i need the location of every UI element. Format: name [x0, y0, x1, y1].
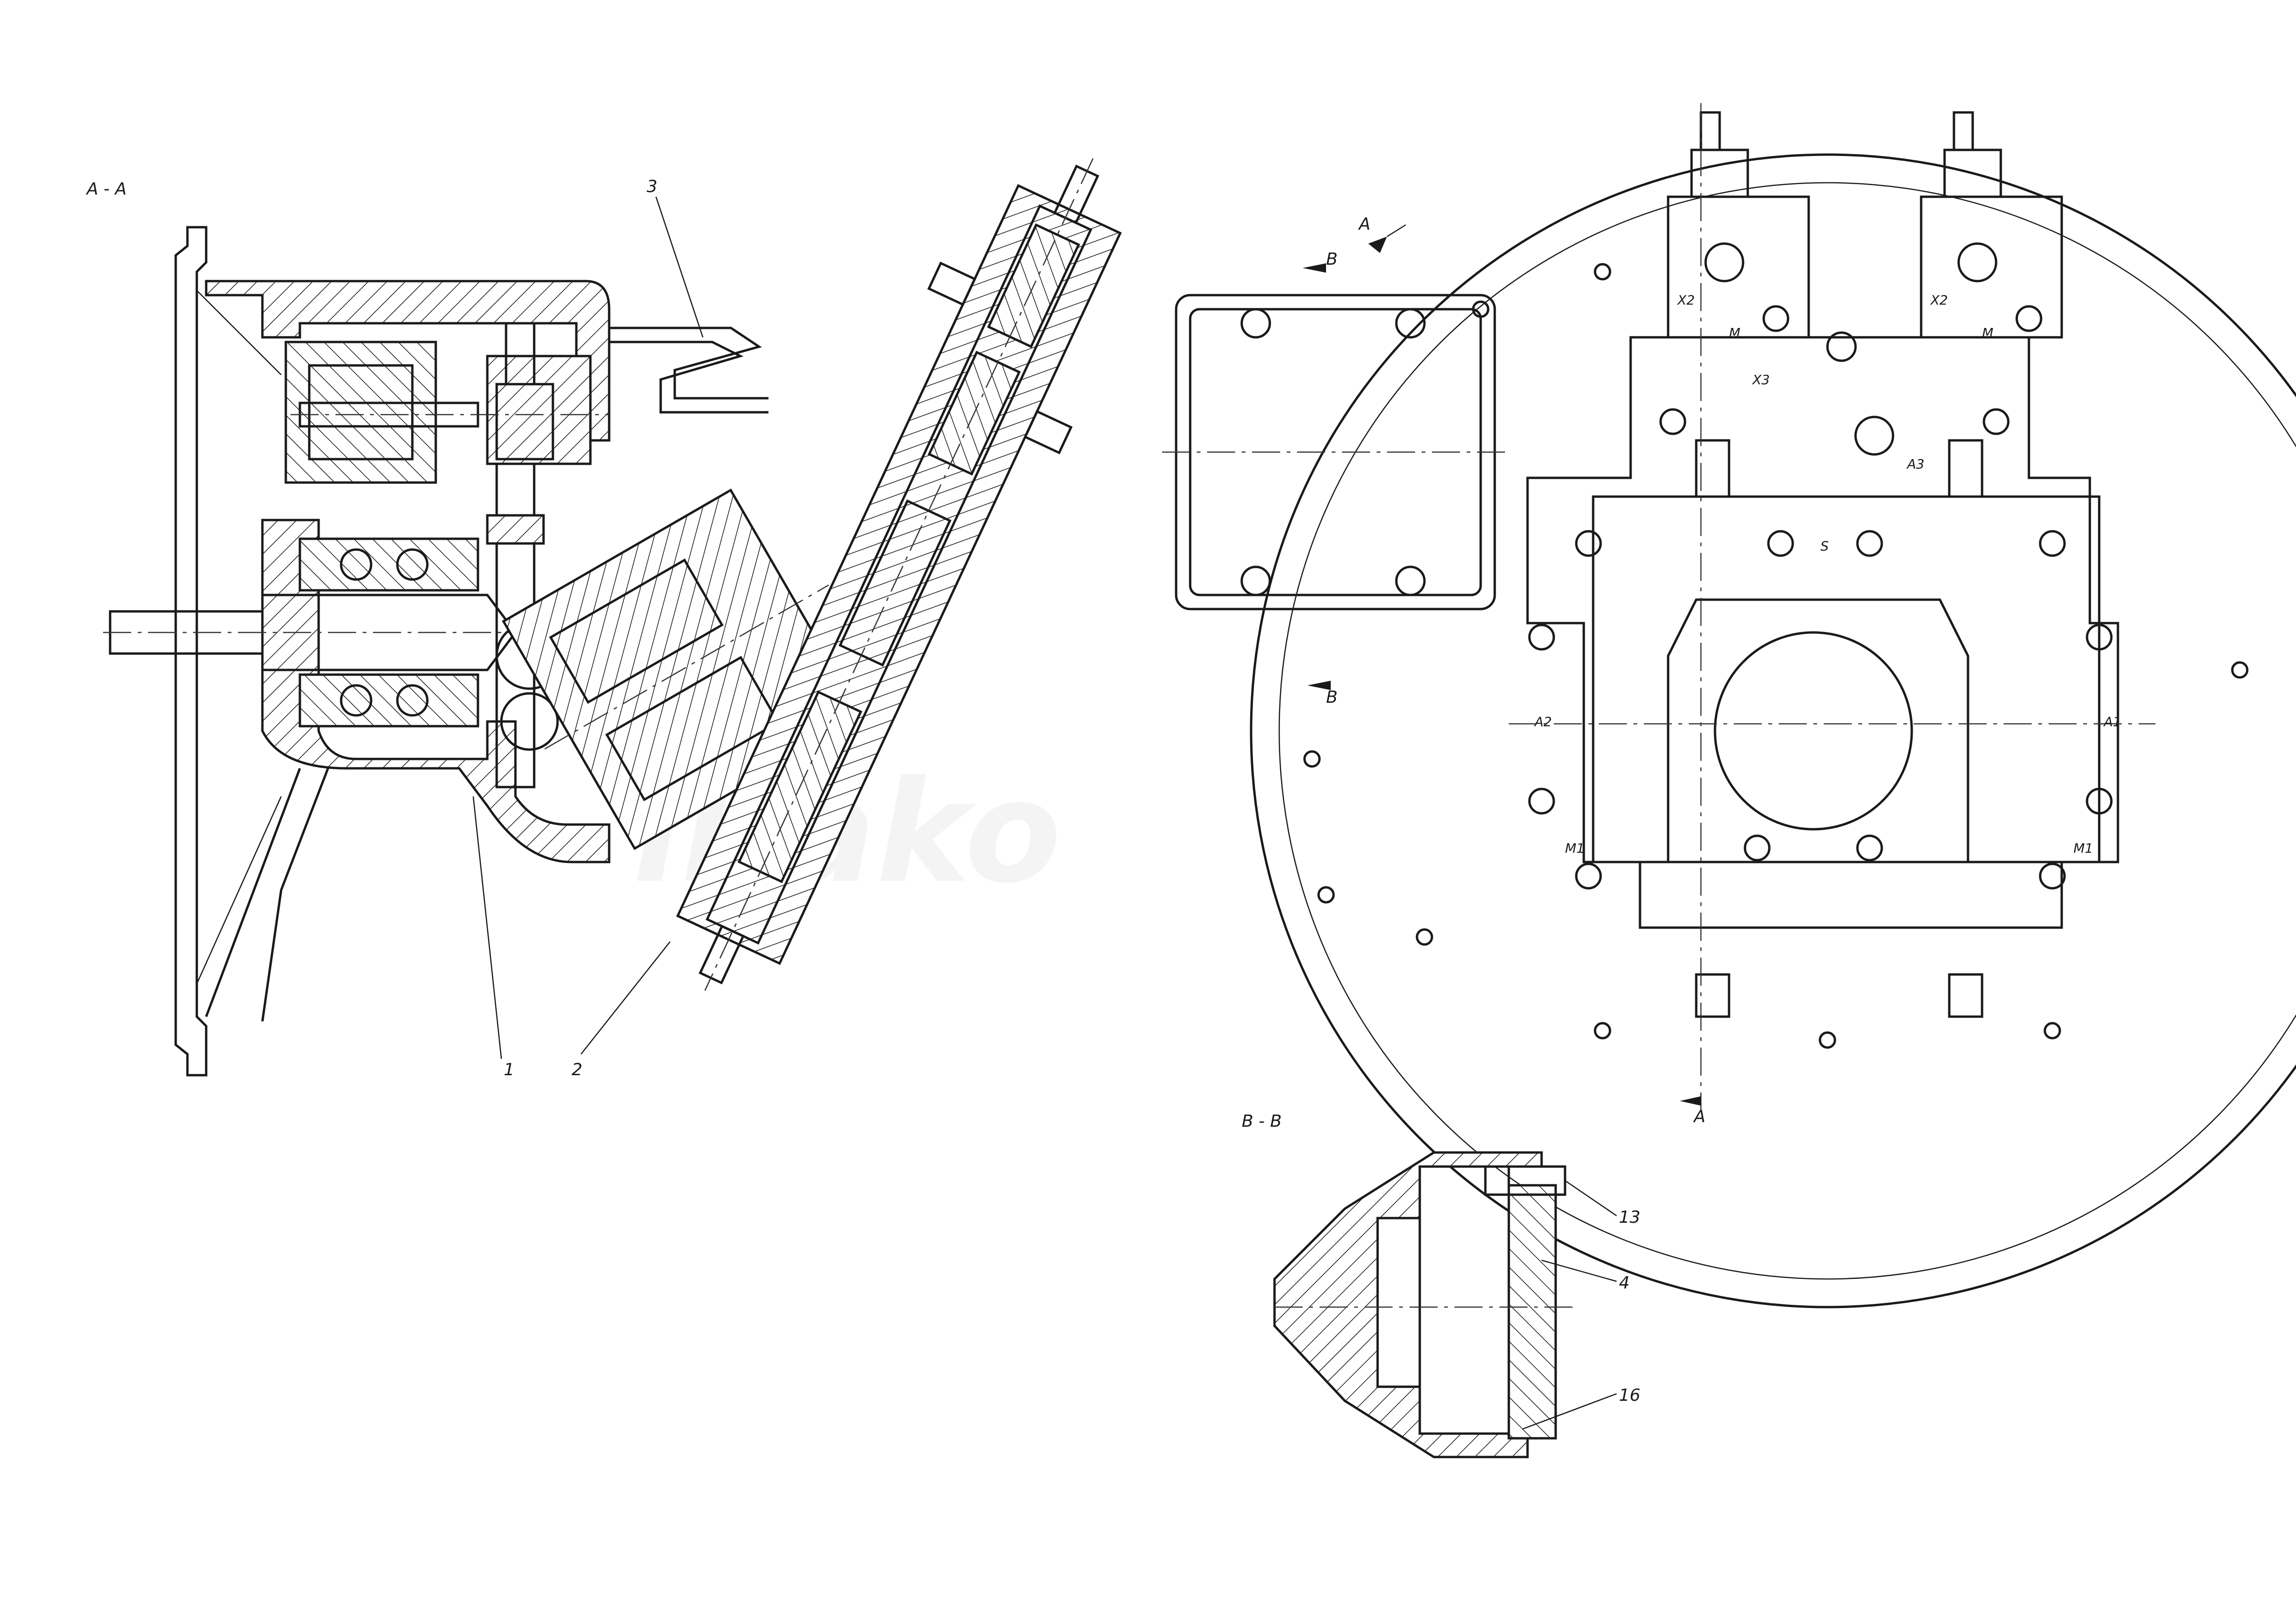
- control-valve-left: [1667, 111, 1810, 1018]
- cut-marker-a-top: A: [1358, 215, 1371, 234]
- cut-marker-b-bottom: B: [1326, 688, 1338, 707]
- callout-2: 2: [572, 1060, 582, 1079]
- body-bolts: [1528, 331, 2113, 890]
- section-aa-view: A - A: [86, 158, 1122, 1079]
- port-a2: A2: [1534, 714, 1552, 729]
- section-aa-label: A - A: [86, 179, 127, 199]
- port-x2-left: X2: [1677, 292, 1695, 308]
- cut-marker-a-bottom: A: [1693, 1107, 1706, 1126]
- flange-bolt-holes: [1303, 263, 2249, 1049]
- section-bb-label: B - B: [1242, 1112, 1282, 1131]
- port-m-left: M: [1729, 325, 1740, 341]
- port-m1-left: M1: [1565, 840, 1585, 856]
- port-a3: A3: [1906, 456, 1924, 472]
- cut-marker-b-top: B: [1326, 250, 1338, 269]
- control-valve-right: [1920, 111, 2063, 1018]
- section-bb-view: B - B 13 4 16: [1242, 1112, 1640, 1458]
- port-m1-right: M1: [2073, 840, 2093, 856]
- port-a1: A1: [2103, 714, 2121, 729]
- callout-3: 3: [647, 177, 657, 196]
- port-m-right: M: [1982, 325, 1993, 341]
- callout-1: 1: [504, 1060, 514, 1079]
- callout-16: 16: [1619, 1386, 1640, 1405]
- callout-4: 4: [1619, 1273, 1630, 1293]
- port-x2-right: X2: [1930, 292, 1948, 308]
- front-view: X2 M X2 M X3 A3 S A2 A1 M1 M1 A B B A: [1162, 103, 2296, 1309]
- callout-13: 13: [1619, 1208, 1640, 1227]
- port-x3: X3: [1752, 372, 1770, 387]
- port-s: S: [1820, 538, 1829, 554]
